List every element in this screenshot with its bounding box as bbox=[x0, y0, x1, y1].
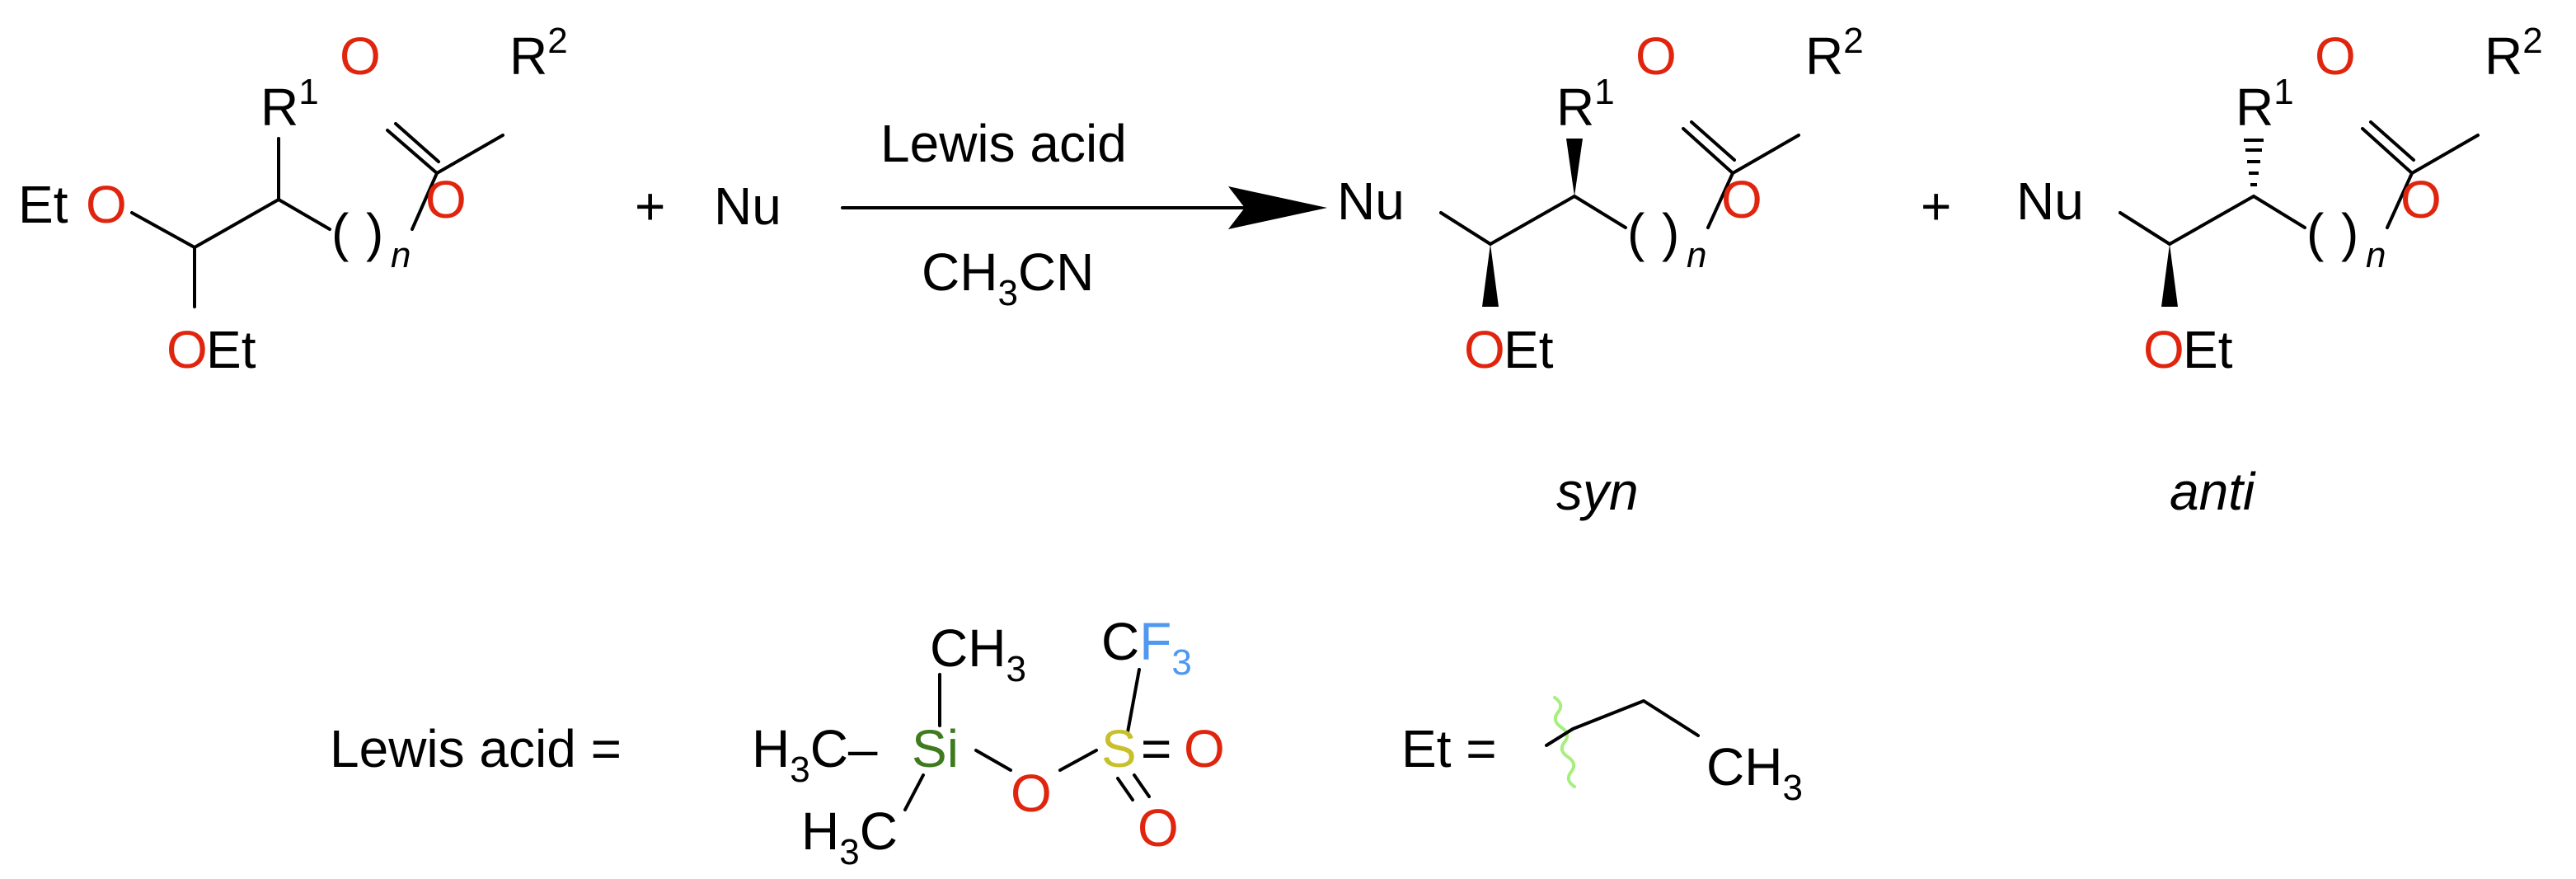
anti-r2-group: R2 bbox=[2485, 21, 2543, 86]
ethoxy-bottom-et: Et bbox=[206, 320, 256, 379]
syn-carbonyl-bond-2 bbox=[1690, 120, 1736, 162]
syn-ester-oxygen: O bbox=[1721, 170, 1762, 229]
lewis-acid-equals-label: Lewis acid = bbox=[330, 719, 622, 778]
anti-r1-group: R1 bbox=[2236, 72, 2294, 137]
syn-r1-group: R1 bbox=[1556, 72, 1615, 137]
silicon-atom: Si bbox=[912, 719, 959, 778]
ethyl-methyl: CH3 bbox=[1706, 737, 1803, 808]
anti-ethoxy-et: Et bbox=[2183, 320, 2233, 379]
chain-n: n bbox=[391, 235, 411, 275]
arrow-head bbox=[1228, 186, 1327, 229]
tms-methyl-left: H3C– bbox=[752, 719, 878, 790]
syn-chain-n: n bbox=[1687, 235, 1706, 275]
tms-methyl-top: CH3 bbox=[930, 618, 1026, 689]
sulfonyl-bond-down-2 bbox=[1133, 773, 1151, 798]
anti-bonds bbox=[2119, 127, 2480, 246]
syn-paren-close: ) bbox=[1662, 203, 1679, 262]
ethyl-attachment-wavy bbox=[1553, 696, 1576, 788]
nucleophile-reactant: Nu bbox=[714, 176, 781, 236]
syn-ethoxy-oxygen: O bbox=[1464, 320, 1505, 379]
plus-sign-1: + bbox=[635, 176, 665, 236]
carbonyl-bond-2 bbox=[394, 122, 440, 163]
syn-wedge-r1 bbox=[1566, 139, 1583, 196]
anti-paren-open: ( bbox=[2306, 203, 2324, 262]
et-equals-label: Et = bbox=[1401, 719, 1497, 778]
anti-ester-oxygen: O bbox=[2400, 170, 2442, 229]
starting-material: Et O O Et R1 ( ) n O O R2 bbox=[18, 21, 568, 379]
ethoxy-top-et: Et bbox=[18, 175, 68, 234]
chain-paren-open: ( bbox=[331, 203, 349, 262]
carbonyl-oxygen: O bbox=[340, 26, 381, 86]
syn-paren-open: ( bbox=[1627, 203, 1645, 262]
tms-bonds bbox=[903, 668, 1141, 811]
ester-oxygen: O bbox=[425, 170, 467, 229]
syn-ethoxy-et: Et bbox=[1504, 320, 1554, 379]
chain-paren-close: ) bbox=[366, 203, 383, 262]
anti-label: anti bbox=[2170, 462, 2256, 521]
anti-carbonyl-bond-2 bbox=[2369, 120, 2415, 162]
anti-paren-close: ) bbox=[2341, 203, 2358, 262]
anti-wedge-oet bbox=[2161, 244, 2178, 307]
syn-nucleophile: Nu bbox=[1337, 172, 1405, 231]
sulfonyl-bond-down-1 bbox=[1116, 777, 1134, 801]
sulfonyl-oxygen-right: O bbox=[1184, 719, 1225, 778]
ethoxy-bottom-oxygen: O bbox=[167, 320, 208, 379]
anti-nucleophile: Nu bbox=[2016, 172, 2084, 231]
syn-wedge-oet bbox=[1482, 244, 1499, 307]
reaction-arrow: Lewis acid CH3CN bbox=[841, 114, 1327, 313]
anti-hash-r1 bbox=[2244, 139, 2264, 186]
syn-bonds bbox=[1439, 127, 1800, 246]
anti-ethoxy-oxygen: O bbox=[2143, 320, 2184, 379]
r2-group: R2 bbox=[509, 21, 568, 86]
anti-carbonyl-oxygen: O bbox=[2315, 26, 2356, 86]
ethyl-bonds bbox=[1545, 699, 1700, 747]
lewis-acid-definition: Lewis acid = H3C– Si CH3 H3C O S = O O C… bbox=[330, 612, 1225, 872]
starting-material-bonds bbox=[130, 129, 504, 308]
r1-group: R1 bbox=[260, 72, 319, 137]
sulfur-atom: S bbox=[1101, 719, 1137, 778]
plus-sign-2: + bbox=[1921, 176, 1951, 236]
syn-label: syn bbox=[1556, 462, 1639, 521]
solvent-label: CH3CN bbox=[922, 242, 1094, 313]
sulfonyl-oxygen-bottom: O bbox=[1138, 798, 1179, 858]
reagent-label: Lewis acid bbox=[880, 114, 1127, 173]
anti-product: Nu O Et R1 ( ) n O O R2 anti bbox=[2016, 21, 2543, 521]
syn-product: Nu O Et R1 ( ) n O O R2 syn bbox=[1337, 21, 1864, 521]
ethyl-definition: Et = CH3 bbox=[1401, 696, 1803, 808]
syn-r2-group: R2 bbox=[1805, 21, 1864, 86]
sulfonyl-double-bond-right: = bbox=[1141, 719, 1171, 778]
anti-chain-n: n bbox=[2366, 235, 2386, 275]
syn-carbonyl-oxygen: O bbox=[1635, 26, 1677, 86]
trifluoromethyl: CF3 bbox=[1101, 612, 1192, 683]
tms-methyl-bottom: H3C bbox=[801, 801, 898, 872]
ethoxy-top-oxygen: O bbox=[86, 175, 127, 234]
triflate-bridge-oxygen: O bbox=[1011, 764, 1052, 823]
